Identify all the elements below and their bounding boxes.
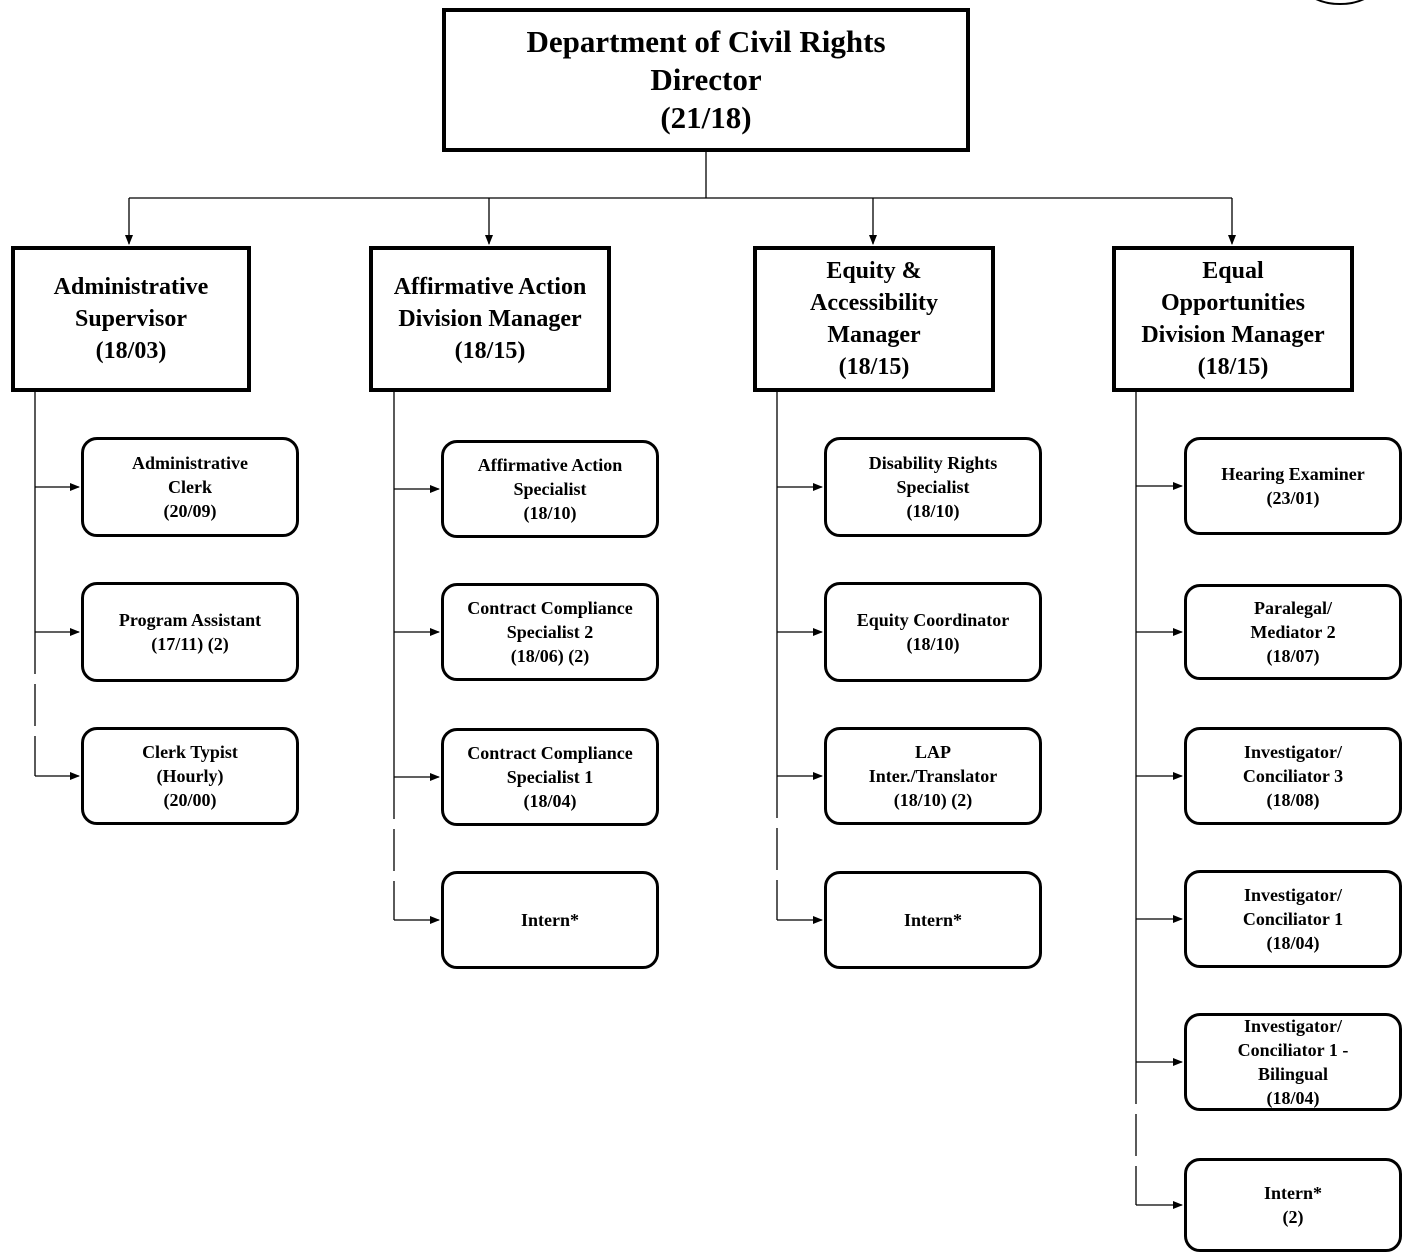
director-box-text-line: Department of Civil Rights bbox=[526, 24, 886, 59]
admin-position-box: Program Assistant (17/11) (2) bbox=[81, 582, 299, 682]
equity-position-box: Intern* bbox=[824, 871, 1042, 969]
eo-position-box-text-line: Conciliator 1 - bbox=[1237, 1040, 1349, 1060]
eo-position-box: Intern* (2) bbox=[1184, 1158, 1402, 1252]
aa-position-box-text-line: Specialist 1 bbox=[506, 767, 594, 787]
admin-position-box: Clerk Typist (Hourly) (20/00) bbox=[81, 727, 299, 825]
equity-accessibility-manager-box-text-line: Manager bbox=[827, 322, 921, 348]
aa-position-box-text-line: (18/10) bbox=[523, 503, 577, 523]
eo-position-box-text-line: (2) bbox=[1282, 1207, 1304, 1227]
affirmative-action-manager-box-text-line: Division Manager bbox=[398, 306, 582, 332]
equal-opportunities-manager-box-text-line: (18/15) bbox=[1197, 354, 1269, 380]
eo-position-box-text-line: Investigator/ bbox=[1243, 885, 1342, 905]
equity-position-box-text-line: (18/10) bbox=[906, 501, 960, 521]
eo-position-box: Investigator/Conciliator 1 (18/04) bbox=[1184, 870, 1402, 968]
aa-position-box: Intern* bbox=[441, 871, 659, 969]
eo-position-box-text-line: Intern* bbox=[1264, 1183, 1322, 1203]
admin-position-box-text-line: (20/09) bbox=[163, 501, 217, 521]
aa-position-box-text-line: (18/04) bbox=[523, 791, 577, 811]
eo-position-box-text-line: (18/08) bbox=[1266, 790, 1320, 810]
equal-opportunities-manager-box-text-line: Opportunities bbox=[1160, 290, 1305, 316]
eo-position-box-text-line: Conciliator 1 bbox=[1242, 909, 1344, 929]
eo-position-box-text-line: (23/01) bbox=[1266, 488, 1320, 508]
eo-position-box-text-line: Investigator/ bbox=[1244, 1016, 1342, 1036]
eo-position-box-text-line: Paralegal/ bbox=[1254, 598, 1332, 618]
equity-position-box-text-line: LAP bbox=[915, 742, 951, 762]
admin-position-box-text-line: (17/11) (2) bbox=[151, 634, 229, 654]
eo-position-box: Investigator/Conciliator 3 (18/08) bbox=[1184, 727, 1402, 825]
eo-position-box-text-line: (18/04) bbox=[1266, 933, 1320, 953]
eo-position-box: Paralegal/Mediator 2 (18/07) bbox=[1184, 584, 1402, 680]
admin-position-box-text-line: Clerk bbox=[168, 477, 212, 497]
admin-position-box-text-line: Program Assistant bbox=[118, 610, 262, 630]
eo-position-box-text-line: (18/07) bbox=[1266, 646, 1320, 666]
equal-opportunities-manager-box-text-line: Equal bbox=[1202, 258, 1264, 284]
aa-position-box-text-line: (18/06) (2) bbox=[510, 646, 590, 666]
equity-position-box-text-line: Intern* bbox=[904, 910, 962, 930]
administrative-supervisor-box-text-line: (18/03) bbox=[95, 338, 167, 364]
aa-position-box-text-line: Intern* bbox=[521, 910, 579, 930]
eo-position-box-text-line: Hearing Examiner bbox=[1221, 464, 1365, 484]
aa-position-box-text-line: Specialist 2 bbox=[506, 622, 594, 642]
seal-logo bbox=[1315, 0, 1365, 5]
aa-position-box-text-line: Contract Compliance bbox=[467, 743, 633, 763]
admin-position-box-text-line: (20/00) bbox=[163, 790, 217, 810]
equity-position-box-text-line: (18/10) bbox=[906, 634, 960, 654]
equity-position-box: Equity Coordinator (18/10) bbox=[824, 582, 1042, 682]
eo-position-box-text-line: Conciliator 3 bbox=[1242, 766, 1344, 786]
affirmative-action-manager-box-text-line: Affirmative Action bbox=[393, 274, 587, 300]
equity-accessibility-manager-box-text-line: Accessibility bbox=[810, 290, 938, 316]
eo-position-box: Hearing Examiner (23/01) bbox=[1184, 437, 1402, 535]
director-box-text-line: Director bbox=[650, 62, 762, 97]
equity-position-box-text-line: Specialist bbox=[896, 477, 970, 497]
equity-position-box: LAP Inter./Translator (18/10) (2) bbox=[824, 727, 1042, 825]
equity-position-box-text-line: Inter./Translator bbox=[868, 766, 998, 786]
admin-position-box-text-line: (Hourly) bbox=[156, 766, 224, 786]
admin-position-box-text-line: Administrative bbox=[132, 453, 248, 473]
equity-position-box-text-line: Disability Rights bbox=[868, 453, 998, 473]
eo-position-box-text-line: (18/04) bbox=[1266, 1088, 1320, 1108]
admin-position-box-text-line: Clerk Typist bbox=[142, 742, 238, 762]
equal-opportunities-manager-box-text-line: Division Manager bbox=[1141, 322, 1325, 348]
administrative-supervisor-box-text-line: Administrative bbox=[53, 274, 209, 300]
equity-position-box-text-line: (18/10) (2) bbox=[893, 790, 973, 810]
eo-position-box-text-line: Mediator 2 bbox=[1250, 622, 1336, 642]
aa-position-box-text-line: Specialist bbox=[513, 479, 587, 499]
equity-position-box-text-line: Equity Coordinator bbox=[856, 610, 1010, 630]
aa-position-box-text-line: Contract Compliance bbox=[467, 598, 633, 618]
eo-position-box: Investigator/Conciliator 1 - Bilingual (18… bbox=[1184, 1013, 1402, 1111]
affirmative-action-manager-box-text-line: (18/15) bbox=[454, 338, 526, 364]
eo-position-box-text-line: Investigator/ bbox=[1243, 742, 1342, 762]
equity-accessibility-manager-box-text-line: (18/15) bbox=[838, 354, 910, 380]
eo-position-box-text-line: Bilingual bbox=[1257, 1064, 1329, 1084]
equity-accessibility-manager-box-text-line: Equity & bbox=[826, 258, 922, 284]
administrative-supervisor-box-text-line: Supervisor bbox=[74, 306, 187, 332]
director-box-text-line: (21/18) bbox=[660, 100, 752, 135]
aa-position-box-text-line: Affirmative Action bbox=[477, 455, 623, 475]
